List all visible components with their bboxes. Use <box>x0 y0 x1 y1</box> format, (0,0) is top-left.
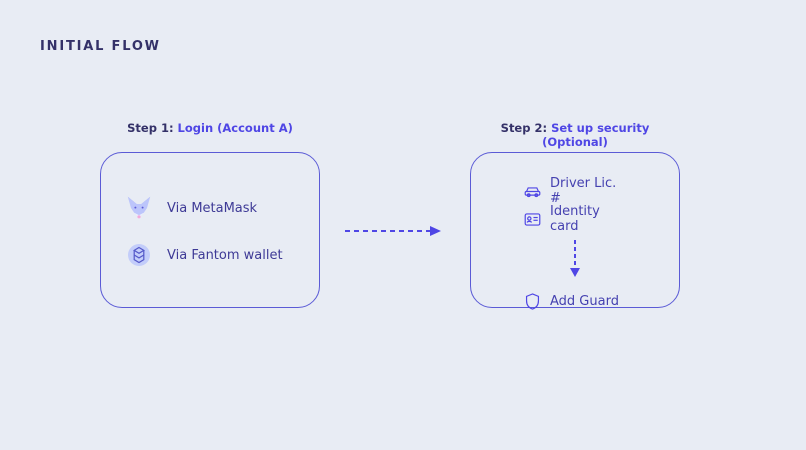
step2-title: Set up security (Optional) <box>542 121 650 149</box>
step1-box: Via MetaMask Via Fantom wallet <box>100 152 320 308</box>
car-icon <box>523 182 542 201</box>
metamask-icon <box>126 195 152 221</box>
step1-title: Login (Account A) <box>177 121 293 135</box>
login-option-metamask: Via MetaMask <box>126 195 257 221</box>
login-option-label: Via MetaMask <box>167 200 258 216</box>
arrow-right-icon <box>344 223 444 237</box>
id-card-icon <box>523 210 542 229</box>
arrow-down-icon <box>569 239 581 279</box>
fantom-icon <box>126 242 152 268</box>
login-option-fantom: Via Fantom wallet <box>126 242 283 268</box>
step2-prefix: Step 2: <box>500 121 552 135</box>
login-option-label: Via Fantom wallet <box>167 247 283 263</box>
step2-label: Step 2: Set up security (Optional) <box>470 121 680 149</box>
page-title: INITIAL FLOW <box>40 39 161 54</box>
security-item-label: Identity card <box>550 204 600 234</box>
step1-label: Step 1: Login (Account A) <box>100 121 320 135</box>
step1-prefix: Step 1: <box>127 121 178 135</box>
security-item-add-guard: Add Guard <box>523 287 619 315</box>
security-item-label: Driver Lic. # <box>550 176 617 206</box>
security-item-identity-card: Identity card <box>523 204 627 234</box>
security-item-label: Add Guard <box>550 293 619 309</box>
shield-icon <box>523 292 542 311</box>
security-item-driver-license: Driver Lic. # <box>523 176 627 206</box>
step2-box: Driver Lic. # Identity card <box>470 152 680 310</box>
